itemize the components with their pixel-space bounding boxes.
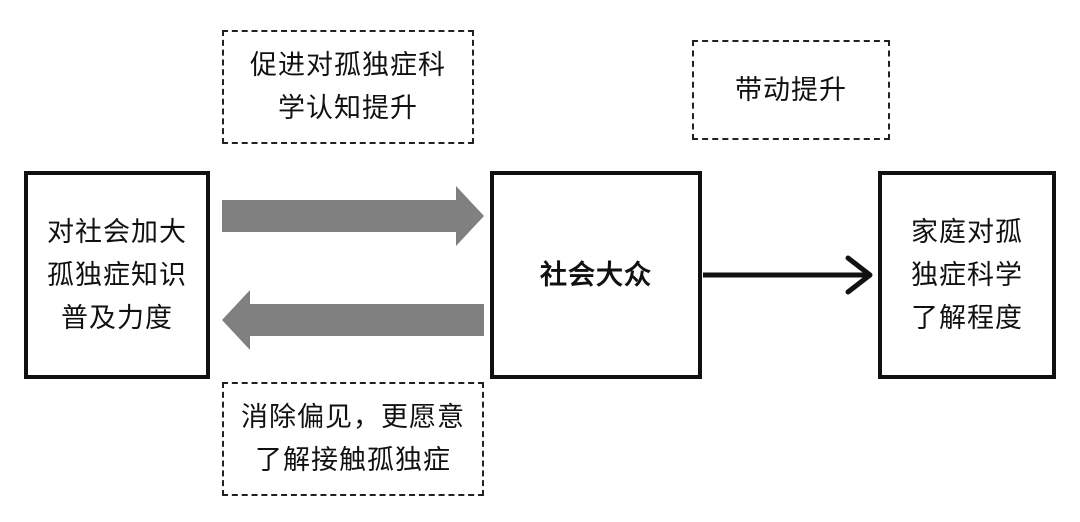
label-drive-improvement-text: 带动提升 [735,74,847,106]
box-general-public-text: 社会大众 [540,259,652,291]
label-promote-cognition-text: 促进对孤独症科 学认知提升 [250,50,446,124]
label-eliminate-prejudice: 消除偏见，更愿意 了解接触孤独症 [222,382,484,496]
thick-arrow-right [222,186,484,246]
box-popularization-effort: 对社会加大 孤独症知识 普及力度 [24,171,210,379]
label-drive-improvement: 带动提升 [692,40,890,140]
thick-arrow-left [222,290,484,350]
box-popularization-effort-text: 对社会加大 孤独症知识 普及力度 [47,216,187,334]
label-promote-cognition: 促进对孤独症科 学认知提升 [222,30,474,144]
thin-arrow-head [845,255,873,295]
box-general-public: 社会大众 [490,171,702,379]
box-family-understanding-text: 家庭对孤 独症科学 了解程度 [911,216,1023,334]
box-family-understanding: 家庭对孤 独症科学 了解程度 [878,171,1056,379]
label-eliminate-prejudice-text: 消除偏见，更愿意 了解接触孤独症 [241,402,465,476]
